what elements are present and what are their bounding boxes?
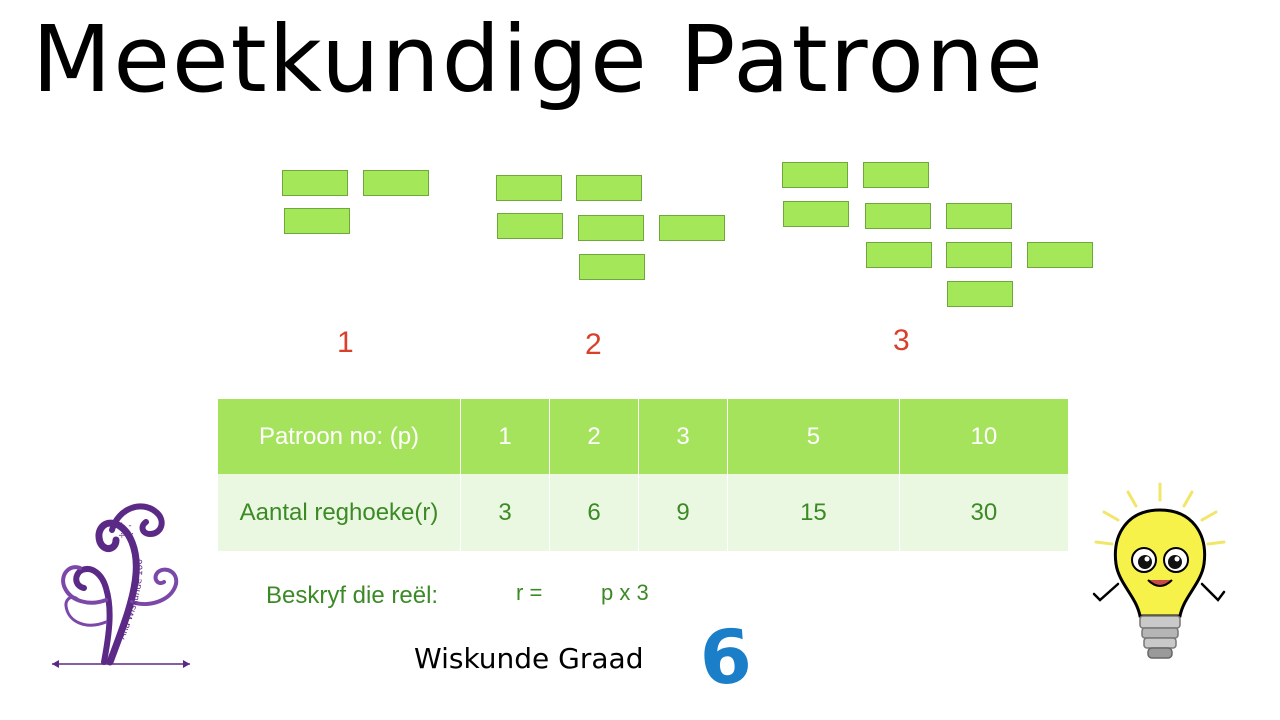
pattern-rectangle — [865, 203, 931, 229]
pattern-rectangle — [579, 254, 645, 280]
pattern-rectangle — [363, 170, 429, 196]
pattern-rectangle — [282, 170, 348, 196]
pattern-rectangle — [947, 281, 1013, 307]
pattern-table: Patroon no: (p) 1 2 3 5 10 Aantal reghoe… — [218, 399, 1068, 551]
pattern-number: 1 — [337, 326, 354, 359]
pattern-rectangle — [1027, 242, 1093, 268]
lightbulb-mascot-icon — [1090, 480, 1230, 670]
pattern-rectangle — [284, 208, 350, 234]
subject-label: Wiskunde Graad — [414, 642, 644, 675]
table-cell: 15 — [727, 474, 900, 551]
pattern-number: 2 — [585, 328, 602, 361]
pattern-rectangle — [783, 201, 849, 227]
svg-text:÷ x: ÷ x — [118, 531, 134, 541]
table-header-row: Patroon no: (p) 1 2 3 5 10 — [218, 399, 1068, 474]
page-title: Meetkundige Patrone — [32, 6, 1045, 113]
tree-logo-icon: + - ÷ x Aha Wiskunde 100% — [42, 483, 190, 668]
rule-expression: p x 3 — [601, 580, 649, 605]
table-cell: 30 — [898, 474, 1068, 551]
table-header-cell: 10 — [898, 399, 1068, 474]
pattern-rectangle — [866, 242, 932, 268]
grade-number: 6 — [697, 613, 755, 703]
pattern-rectangle — [659, 215, 725, 241]
table-header-cell: 2 — [549, 399, 639, 474]
lightbulb-icon — [1092, 482, 1226, 659]
svg-text:+ -: + - — [118, 521, 132, 531]
svg-text:Aha Wiskunde 100%: Aha Wiskunde 100% — [46, 490, 145, 641]
rule-label: Beskryf die reël: — [266, 582, 439, 609]
table-row-label: Aantal reghoeke(r) — [218, 474, 461, 551]
table-cell: 3 — [459, 474, 550, 551]
table-header-label: Patroon no: (p) — [218, 399, 461, 474]
table-header-cell: 3 — [638, 399, 728, 474]
table-cell: 9 — [638, 474, 728, 551]
pattern-rectangle — [576, 175, 642, 201]
table-row: Aantal reghoeke(r) 3 6 9 15 30 — [218, 474, 1068, 551]
pattern-number: 3 — [893, 324, 910, 357]
pattern-rectangle — [863, 162, 929, 188]
pattern-rectangle — [946, 203, 1012, 229]
pattern-rectangle — [578, 215, 644, 241]
pattern-rectangle — [496, 175, 562, 201]
aha-wiskunde-logo: + - ÷ x Aha Wiskunde 100% — [42, 483, 196, 670]
rule-variable: r = — [516, 580, 543, 605]
table-cell: 6 — [549, 474, 639, 551]
pattern-rectangle — [497, 213, 563, 239]
table-header-cell: 5 — [727, 399, 900, 474]
pattern-rectangle — [946, 242, 1012, 268]
pattern-rectangle — [782, 162, 848, 188]
table-header-cell: 1 — [459, 399, 550, 474]
